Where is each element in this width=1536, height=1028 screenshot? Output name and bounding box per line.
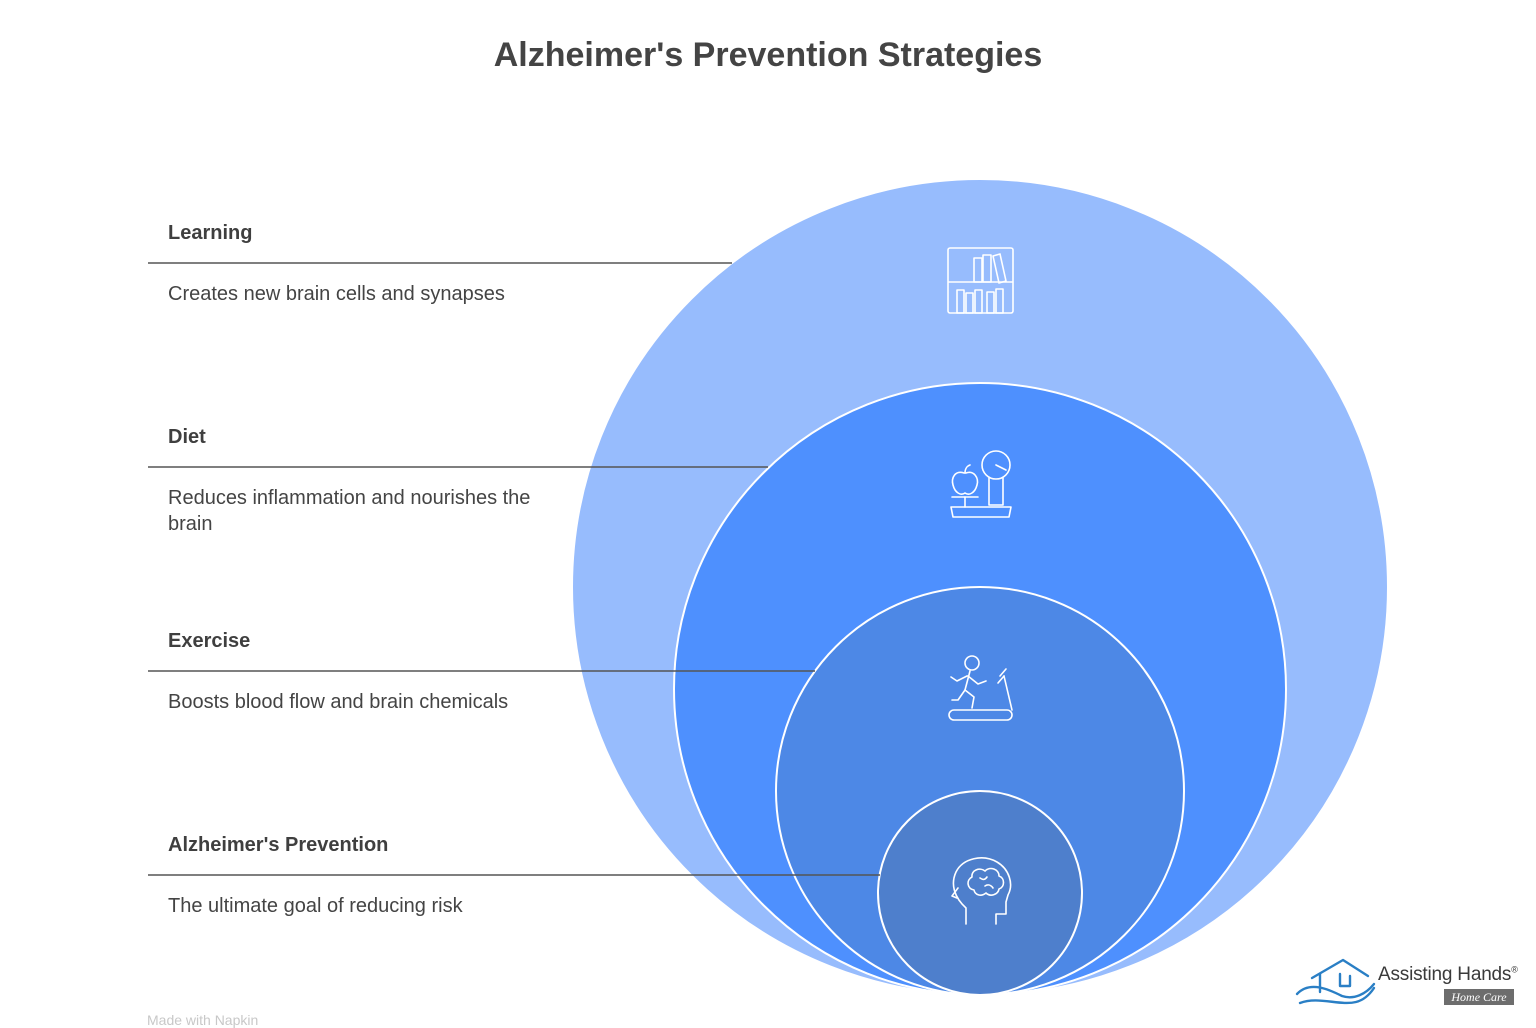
level-description-diet: Reduces inflammation and nourishes the b… — [168, 487, 531, 535]
treadmill-icon — [948, 655, 1013, 721]
brand-logo-mark — [1295, 958, 1376, 1005]
level-title-prevention: Alzheimer's Prevention — [168, 834, 389, 856]
level-description-learning: Creates new brain cells and synapses — [168, 283, 505, 305]
circle-prevention — [877, 790, 1083, 996]
napkin-watermark: Made with Napkin — [147, 1012, 259, 1028]
bookshelf-icon — [947, 247, 1014, 314]
registered-mark: ® — [1511, 964, 1518, 975]
level-description-prevention: The ultimate goal of reducing risk — [168, 895, 463, 917]
level-title-exercise: Exercise — [168, 630, 251, 652]
brand-name-text: Assisting Hands — [1378, 964, 1512, 985]
scale-apple-icon — [950, 450, 1012, 518]
page-title: Alzheimer's Prevention Strategies — [493, 36, 1043, 74]
level-title-diet: Diet — [168, 426, 206, 448]
brain-head-icon — [951, 857, 1012, 925]
brand-name: Assisting Hands® — [1378, 964, 1518, 986]
level-description-exercise: Boosts blood flow and brain chemicals — [168, 691, 509, 713]
brand-subtitle: Home Care — [1444, 989, 1514, 1005]
level-title-learning: Learning — [168, 222, 253, 244]
